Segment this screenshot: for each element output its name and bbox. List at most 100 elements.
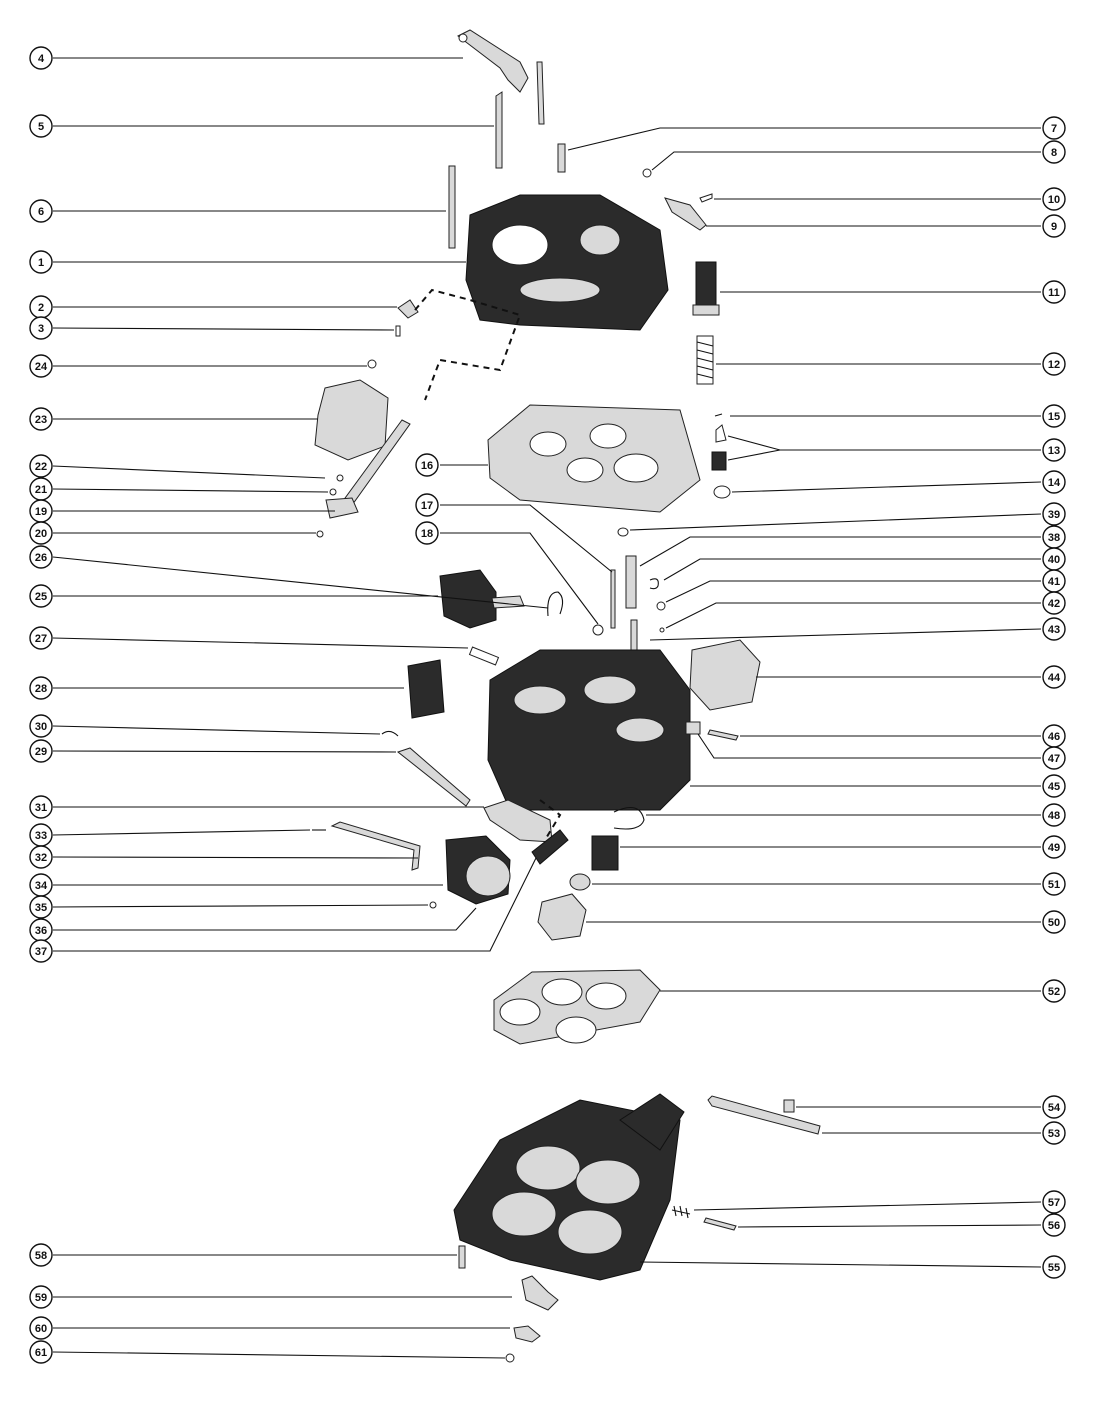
- callout-number: 50: [1048, 917, 1060, 929]
- callout-58: 58: [29, 1243, 53, 1267]
- part-52-gasket: [493, 969, 661, 1045]
- callout-number: 34: [35, 880, 48, 892]
- part-38-plunger: [625, 555, 637, 609]
- callout-41: 41: [1042, 569, 1066, 593]
- part-15-clip: [714, 413, 723, 417]
- callout-number: 43: [1048, 624, 1060, 636]
- callout-number: 46: [1048, 731, 1060, 743]
- part-35-screw: [429, 901, 437, 909]
- part-39-ring: [617, 527, 629, 537]
- part-25-choke-housing: [439, 569, 525, 629]
- callout-number: 29: [35, 746, 47, 758]
- part-17-rod: [610, 569, 616, 629]
- callout-number: 11: [1048, 287, 1060, 299]
- callout-number: 39: [1048, 509, 1060, 521]
- callout-3: 3: [29, 316, 53, 340]
- callout-38: 38: [1042, 525, 1066, 549]
- callout-number: 59: [35, 1292, 47, 1304]
- part-22-washer: [336, 474, 344, 482]
- part-58-screw: [458, 1245, 466, 1269]
- callout-number: 54: [1048, 1102, 1061, 1114]
- part-32-rod: [330, 821, 421, 871]
- part-55-throttle-body: [453, 1093, 685, 1281]
- callout-number: 18: [421, 528, 433, 540]
- callout-number: 52: [1048, 986, 1060, 998]
- part-59-lever: [521, 1275, 559, 1311]
- callout-number: 10: [1048, 194, 1060, 206]
- callout-number: 57: [1048, 1197, 1060, 1209]
- callout-number: 7: [1051, 123, 1057, 135]
- part-11-piston: [692, 261, 720, 316]
- part-12-spring: [696, 335, 714, 385]
- linkage-dash-lower: [539, 799, 562, 841]
- part-14-gasket: [713, 485, 731, 499]
- callout-50: 50: [1042, 910, 1066, 934]
- callout-number: 24: [35, 361, 48, 373]
- part-6-screw: [448, 165, 456, 249]
- callout-number: 40: [1048, 554, 1060, 566]
- callout-52: 52: [1042, 979, 1066, 1003]
- callout-26: 26: [29, 545, 53, 569]
- part-44-cover: [689, 639, 761, 711]
- callout-18: 18: [415, 521, 439, 545]
- callout-number: 9: [1051, 221, 1057, 233]
- callout-23: 23: [29, 407, 53, 431]
- part-46-screw: [707, 729, 739, 741]
- callout-36: 36: [29, 918, 53, 942]
- part-28-plate: [407, 659, 445, 719]
- callout-number: 2: [38, 302, 44, 314]
- part-29-rod: [396, 747, 471, 807]
- part-56-screw: [703, 1217, 737, 1231]
- part-37-hose: [531, 829, 569, 865]
- callout-number: 3: [38, 323, 44, 335]
- part-48-spring: [613, 806, 645, 830]
- leader-lines: [52, 57, 1042, 1359]
- callout-number: 55: [1048, 1262, 1060, 1274]
- callout-5: 5: [29, 114, 53, 138]
- callout-number: 17: [421, 500, 433, 512]
- part-27-link: [468, 646, 500, 666]
- callout-12: 12: [1042, 352, 1066, 376]
- callout-34: 34: [29, 873, 53, 897]
- callout-number: 61: [35, 1347, 47, 1359]
- callout-44: 44: [1042, 665, 1066, 689]
- part-18-screw: [592, 624, 604, 636]
- callout-number: 33: [35, 830, 47, 842]
- part-21-washer: [329, 488, 337, 496]
- callout-number: 53: [1048, 1128, 1060, 1140]
- part-34-vacuum-break: [445, 835, 511, 905]
- part-49-filter: [591, 835, 619, 871]
- part-57-spring: [671, 1205, 691, 1219]
- callout-21: 21: [29, 477, 53, 501]
- callout-7: 7: [1042, 116, 1066, 140]
- part-51-gasket: [569, 873, 591, 891]
- callout-57: 57: [1042, 1190, 1066, 1214]
- part-26-clip: [547, 591, 564, 617]
- callout-number: 37: [35, 946, 47, 958]
- part-3-pin: [395, 325, 401, 337]
- part-50-nut: [537, 893, 587, 941]
- callout-45: 45: [1042, 774, 1066, 798]
- callout-10: 10: [1042, 187, 1066, 211]
- callout-25: 25: [29, 584, 53, 608]
- callout-number: 45: [1048, 781, 1060, 793]
- part-23-insulator: [314, 379, 389, 461]
- part-16-gasket: [487, 404, 701, 513]
- callout-8: 8: [1042, 140, 1066, 164]
- callout-number: 28: [35, 683, 47, 695]
- part-54-clip: [783, 1099, 795, 1113]
- part-9-gasket: [664, 197, 707, 231]
- callout-number: 42: [1048, 598, 1060, 610]
- callout-37: 37: [29, 939, 53, 963]
- callout-6: 6: [29, 199, 53, 223]
- callout-48: 48: [1042, 803, 1066, 827]
- part-60-lever: [513, 1325, 541, 1343]
- callout-28: 28: [29, 676, 53, 700]
- callout-19: 19: [29, 499, 53, 523]
- callout-number: 16: [421, 460, 433, 472]
- part-47-spring: [685, 721, 701, 735]
- part-13-needle: [715, 424, 727, 443]
- callout-number: 12: [1048, 359, 1060, 371]
- callout-number: 5: [38, 121, 44, 133]
- callout-number: 15: [1048, 411, 1060, 423]
